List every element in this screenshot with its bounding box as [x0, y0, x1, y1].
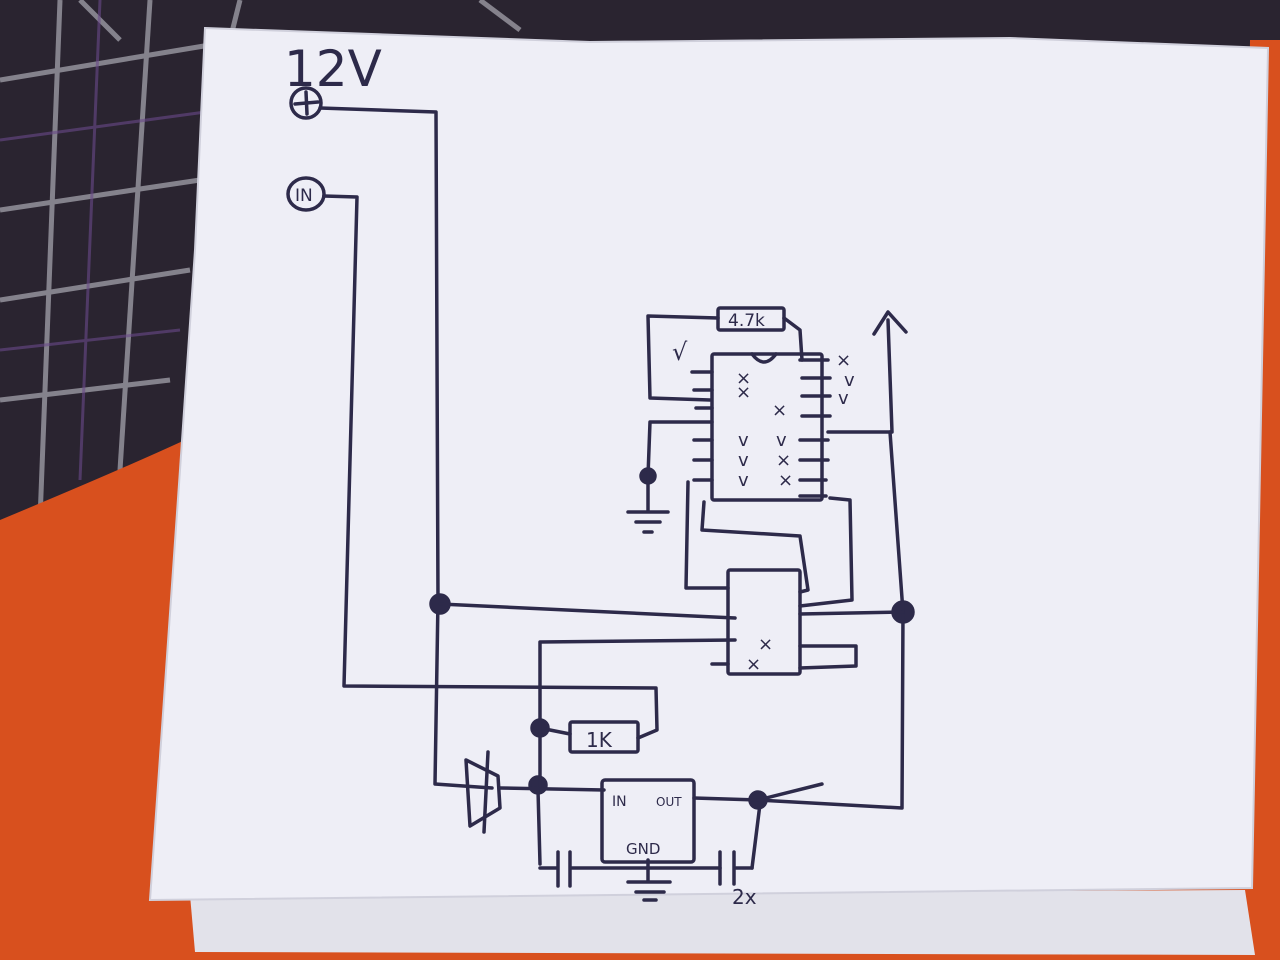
- diode-symbol: [464, 750, 502, 834]
- pin-marks: √ × × v v v × v v × v × × × ×: [672, 338, 855, 675]
- handwritten-labels: 12V + IN 4.7k 1K IN OUT GND 2x: [284, 40, 765, 909]
- pin-mark: ×: [746, 654, 761, 675]
- top-resistor-label: 4.7k: [728, 311, 765, 331]
- pin-mark: v: [776, 430, 787, 451]
- pin-mark: ×: [778, 470, 793, 491]
- capacitor-count-label: 2x: [732, 885, 757, 909]
- resistor-1k: [568, 720, 640, 754]
- input-terminal: [286, 176, 326, 212]
- pin-mark: v: [838, 388, 849, 409]
- wire-input-signal: [322, 194, 659, 740]
- pin-mark: ×: [836, 350, 851, 371]
- regulator-in-label: IN: [612, 794, 627, 810]
- pin-mark: v: [738, 470, 749, 491]
- ground-symbol: [626, 858, 672, 902]
- pin-mark: ×: [758, 634, 773, 655]
- input-terminal-label: IN: [295, 186, 313, 206]
- regulator-out-label: OUT: [656, 795, 682, 809]
- supply-voltage-label: 12V: [284, 40, 382, 98]
- ground-symbol: [626, 510, 670, 534]
- bottom-resistor-label: 1K: [586, 728, 613, 752]
- pin-mark: ×: [736, 382, 751, 403]
- microcontroller-chip: [710, 352, 824, 502]
- paper-sheet: [148, 26, 1270, 955]
- pin-mark: v: [844, 370, 855, 391]
- pin-mark: v: [738, 430, 749, 451]
- capacitor-left: [538, 850, 722, 888]
- circuit-schematic: [286, 86, 915, 902]
- regulator-gnd-label: GND: [626, 840, 660, 858]
- plus-terminal: [289, 86, 323, 120]
- chip-left-pins: [690, 370, 714, 482]
- pin-mark: ×: [736, 368, 751, 389]
- pin-mark: ×: [776, 450, 791, 471]
- pin-mark: ×: [772, 400, 787, 421]
- capacitor-right: [718, 850, 754, 886]
- pin-mark: v: [738, 450, 749, 471]
- chip-right-pins: [798, 358, 832, 498]
- output-arrow: [826, 318, 894, 434]
- pin-mark: √: [672, 338, 688, 366]
- driver-chip: [726, 568, 802, 676]
